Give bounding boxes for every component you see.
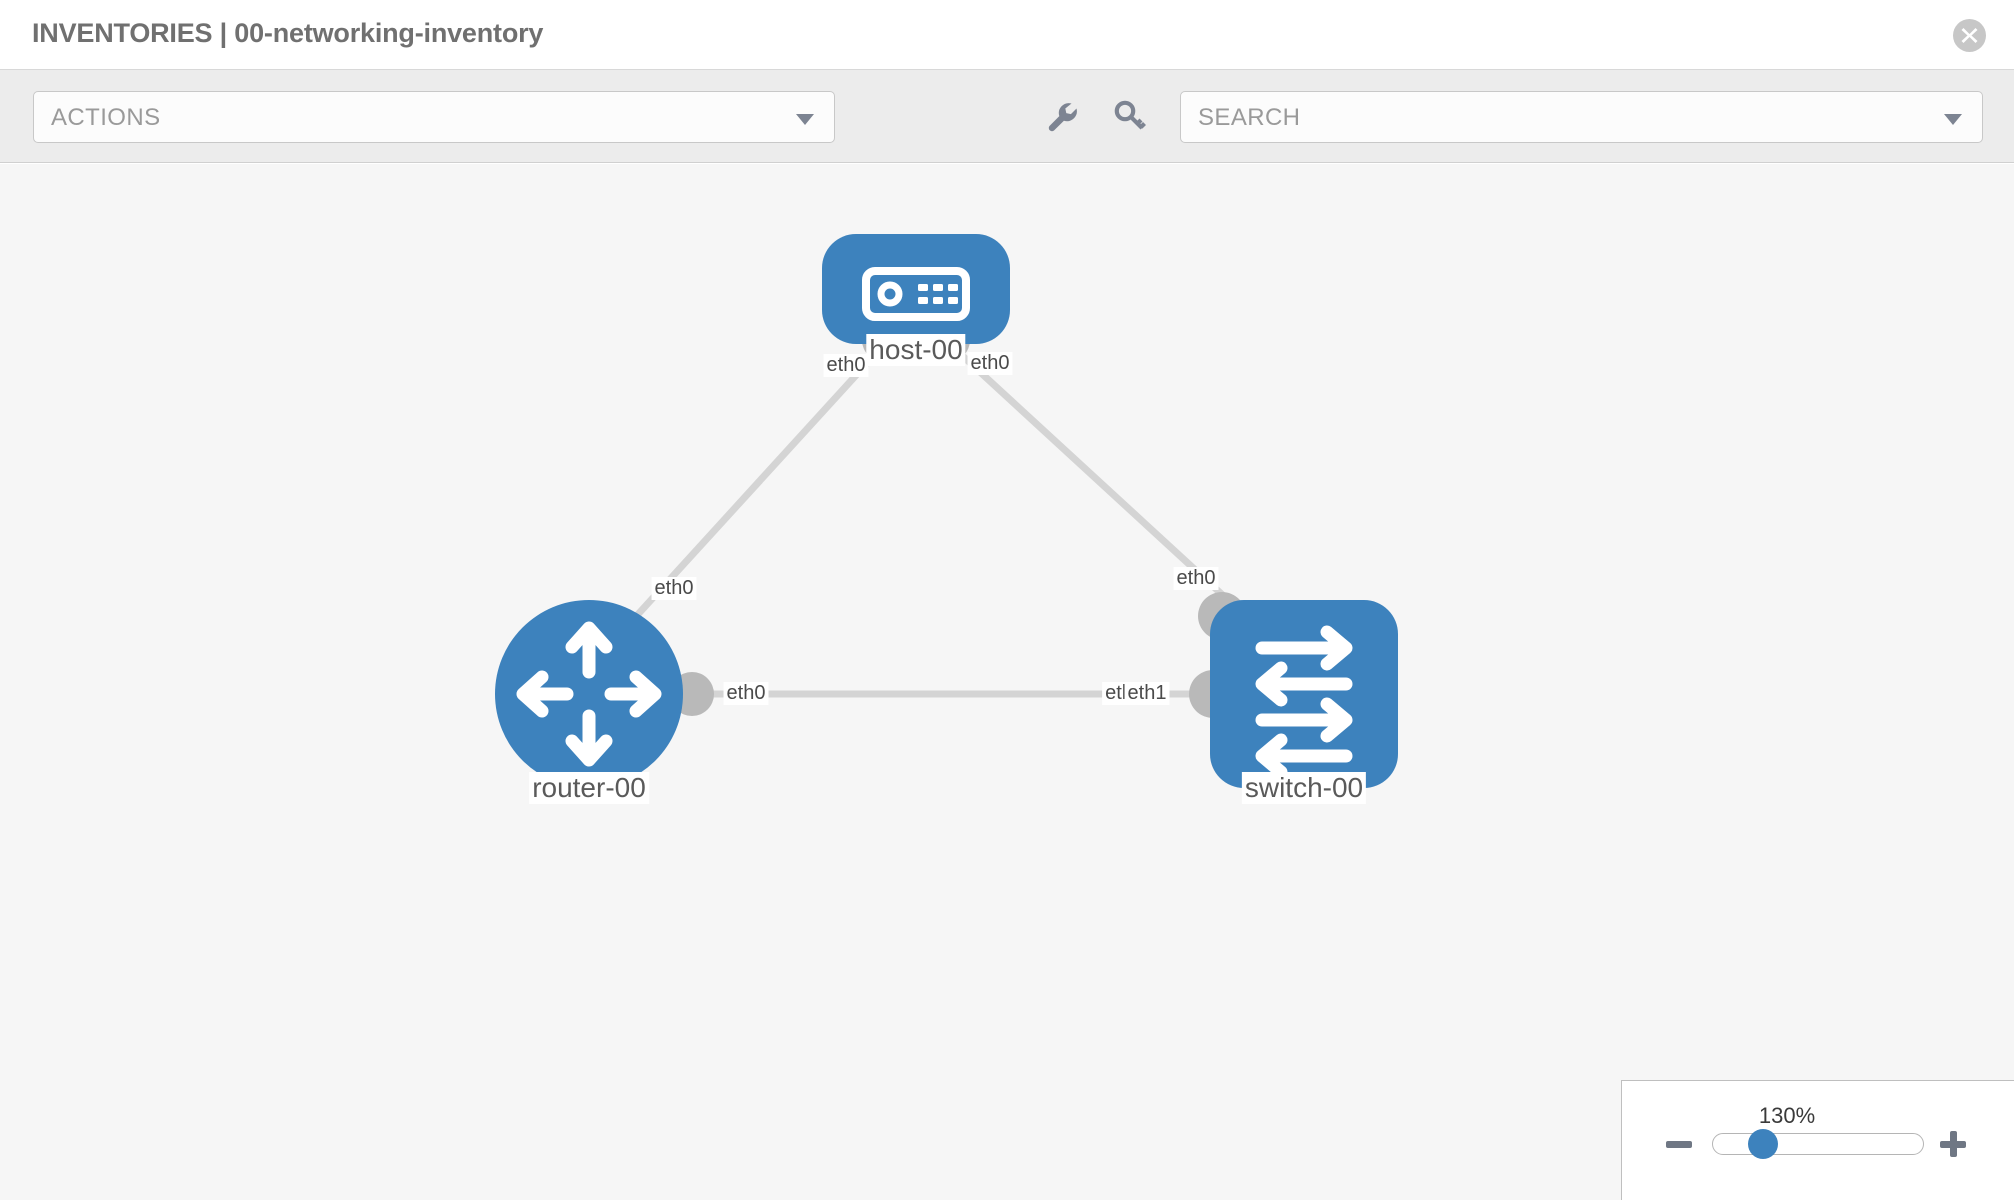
topology-canvas[interactable]: host-00 router-00 switch-00 eth0 eth0 et… <box>0 164 2014 1200</box>
chevron-down-icon[interactable] <box>1944 114 1962 125</box>
iface-label: eth0 <box>723 682 769 705</box>
actions-dropdown[interactable]: ACTIONS <box>33 91 835 143</box>
close-icon[interactable] <box>1953 19 1986 52</box>
iface-label: eth0 <box>823 354 869 377</box>
actions-dropdown-label: ACTIONS <box>51 104 161 131</box>
topology-graph <box>495 234 1398 788</box>
node-label-switch-00: switch-00 <box>1241 772 1367 804</box>
node-label-host-00: host-00 <box>866 334 966 366</box>
zoom-out-button[interactable] <box>1666 1141 1692 1148</box>
iface-label: eth0 <box>967 352 1013 375</box>
node-router-00[interactable] <box>495 600 683 788</box>
search-placeholder: SEARCH <box>1198 104 1301 131</box>
iface-label: eth1 <box>1124 682 1170 705</box>
node-label-router-00: router-00 <box>529 772 649 804</box>
node-host-00[interactable] <box>822 234 1010 344</box>
page-title: INVENTORIES | 00-networking-inventory <box>32 18 544 48</box>
zoom-level-value: 130% <box>1758 1103 1816 1128</box>
node-switch-00[interactable] <box>1210 600 1398 788</box>
chevron-down-icon <box>796 114 814 125</box>
key-icon[interactable] <box>1110 97 1150 137</box>
link-host-switch <box>952 346 1268 637</box>
page-header: INVENTORIES | 00-networking-inventory <box>0 0 2014 70</box>
iface-label: eth0 <box>651 577 697 600</box>
topology-connectors <box>670 318 1246 718</box>
zoom-slider-track[interactable] <box>1712 1133 1924 1155</box>
wrench-icon[interactable] <box>1042 97 1082 137</box>
zoom-slider-thumb[interactable] <box>1748 1129 1778 1159</box>
zoom-in-button[interactable] <box>1940 1131 1966 1157</box>
iface-label: eth0 <box>1173 567 1219 590</box>
topology-links <box>617 346 1268 698</box>
toolbar: ACTIONS SEARCH <box>0 70 2014 163</box>
search-input[interactable]: SEARCH <box>1180 91 1983 143</box>
zoom-control-panel: 130% <box>1621 1080 2014 1200</box>
